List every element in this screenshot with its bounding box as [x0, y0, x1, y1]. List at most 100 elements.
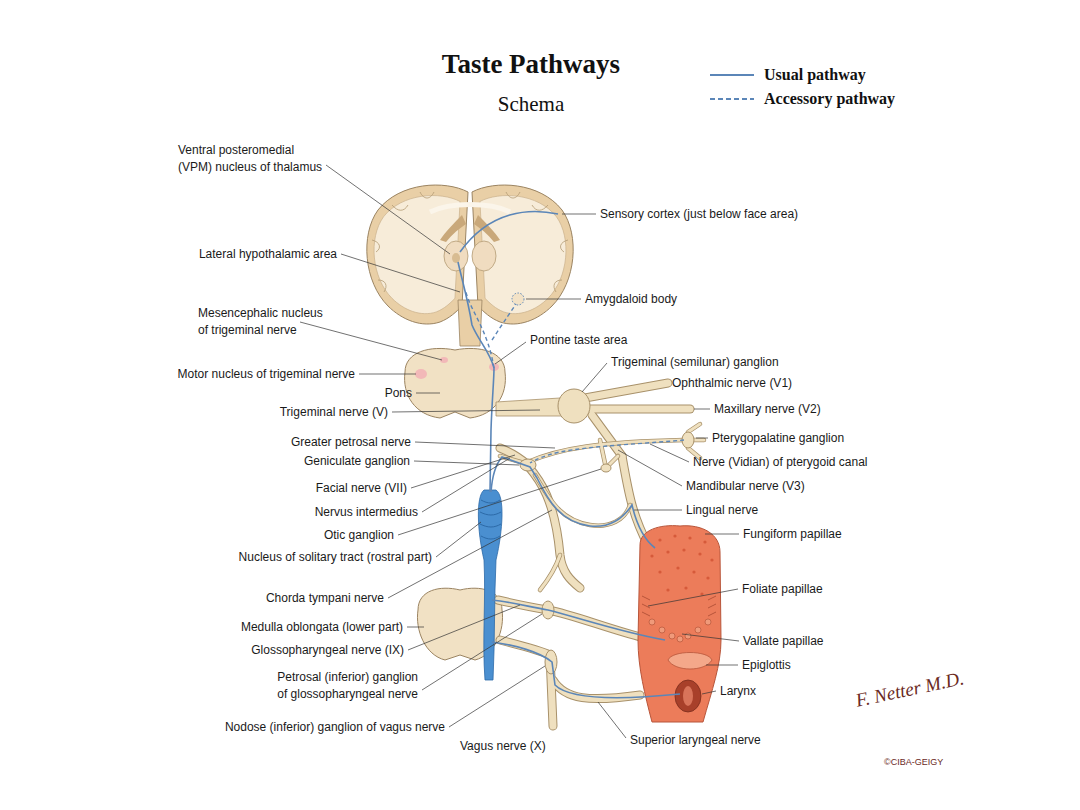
illustration-part — [458, 300, 482, 346]
illustration-part — [562, 214, 596, 215]
illustration-part — [415, 369, 427, 379]
part-label: Pontine taste area — [530, 332, 627, 348]
illustration-part — [685, 633, 691, 639]
illustration-part — [474, 215, 500, 242]
illustration-part — [582, 363, 607, 392]
illustration-part — [658, 538, 661, 541]
taste-pathway — [458, 212, 680, 698]
illustration-part — [300, 322, 442, 360]
illustration-part — [642, 596, 716, 616]
illustration-part — [472, 241, 496, 271]
illustration-part — [706, 665, 738, 666]
illustration-part — [682, 634, 739, 641]
illustration-part — [659, 627, 665, 633]
illustration-part — [496, 398, 562, 416]
tongue-illustration — [638, 526, 721, 722]
illustration-part — [408, 605, 520, 650]
part-label: Greater petrosal nerve — [291, 434, 411, 450]
illustration-part — [491, 457, 655, 548]
illustration-part — [492, 304, 516, 340]
illustration-part — [495, 342, 526, 364]
copyright-note: ©CIBA-GEIGY — [884, 757, 943, 768]
part-label: Trigeminal (semilunar) ganglion — [611, 354, 779, 370]
illustration-part — [658, 570, 661, 573]
illustration-part — [372, 192, 568, 292]
part-label: Motor nucleus of trigeminal nerve — [178, 366, 355, 382]
illustration-part — [649, 619, 655, 625]
part-label: Pterygopalatine ganglion — [712, 430, 844, 446]
illustration-part — [398, 469, 601, 535]
illustration-part — [466, 292, 494, 368]
part-label: Geniculate ganglion — [304, 453, 410, 469]
legend-label: Usual pathway — [764, 65, 866, 85]
illustration-part — [648, 589, 738, 606]
illustration-part — [415, 442, 555, 448]
illustration-part — [392, 410, 540, 412]
part-label: Fungiform papillae — [743, 526, 842, 542]
illustration-part — [359, 374, 416, 375]
illustration-part — [618, 450, 682, 486]
part-label: Trigeminal nerve (V) — [280, 404, 388, 420]
illustration-part — [526, 299, 581, 300]
illustration-part — [684, 586, 687, 589]
illustration-part — [673, 534, 676, 537]
part-label: Glossopharyngeal nerve (IX) — [251, 642, 404, 658]
part-label: Foliate papillae — [742, 581, 823, 597]
illustration-part — [669, 633, 675, 639]
illustration-part — [422, 614, 542, 690]
part-label: Lingual nerve — [686, 502, 758, 518]
diagram-title: Taste Pathways — [442, 48, 620, 80]
part-label: Facial nerve (VII) — [316, 480, 407, 496]
illustration-part — [675, 680, 701, 712]
legend-line-sample — [710, 74, 754, 76]
illustration-part — [452, 253, 460, 263]
illustration-part — [601, 464, 611, 472]
illustration-part — [710, 558, 713, 561]
part-label: Vagus nerve (X) — [460, 738, 546, 754]
illustration-part — [676, 566, 679, 569]
part-label: Vallate papillae — [743, 633, 824, 649]
artist-signature: F. Netter M.D. — [854, 667, 966, 711]
illustration-part — [411, 455, 515, 488]
illustration-part — [705, 534, 739, 535]
illustration-part — [650, 444, 689, 462]
part-label: Larynx — [720, 683, 756, 699]
part-label: Otic ganglion — [324, 527, 394, 543]
illustration-part — [688, 536, 691, 539]
illustration-part — [416, 393, 440, 394]
illustration-part — [677, 636, 683, 642]
illustration-part — [692, 570, 695, 573]
illustration-part — [650, 554, 653, 557]
illustration-part — [650, 534, 713, 595]
part-label: Superior laryngeal nerve — [630, 732, 761, 748]
illustration-part — [530, 440, 684, 463]
part-label: Nodose (inferior) ganglion of vagus nerv… — [225, 719, 445, 735]
part-label: Amygdaloid body — [585, 291, 677, 307]
part-label: Sensory cortex (just below face area) — [600, 206, 798, 222]
illustration-part — [634, 510, 682, 511]
illustration-part — [422, 458, 510, 512]
illustration-part — [341, 254, 460, 292]
illustration-part — [694, 409, 710, 410]
solitary-nucleus — [478, 490, 502, 680]
part-label: Epiglottis — [742, 657, 791, 673]
part-label: Nerve (Vidian) of pterygoid canal — [693, 454, 868, 470]
illustration-part — [598, 702, 626, 738]
illustration-part — [700, 592, 703, 595]
illustration-part — [440, 215, 466, 242]
illustration-part — [460, 212, 558, 253]
accessory-pathway — [466, 292, 684, 463]
brain-section — [367, 185, 573, 346]
illustration-part — [695, 627, 701, 633]
part-label: Petrosal (inferior) ganglion of glossoph… — [268, 669, 418, 703]
part-label: Mandibular nerve (V3) — [686, 478, 805, 494]
illustration-part — [492, 642, 680, 698]
illustration-part — [638, 526, 721, 722]
part-label: Nervus intermedius — [315, 504, 418, 520]
illustration-part — [706, 576, 709, 579]
illustration-part — [668, 653, 712, 670]
illustration-part — [703, 540, 706, 543]
illustration-part — [558, 389, 590, 423]
legend-label: Accessory pathway — [764, 89, 895, 109]
